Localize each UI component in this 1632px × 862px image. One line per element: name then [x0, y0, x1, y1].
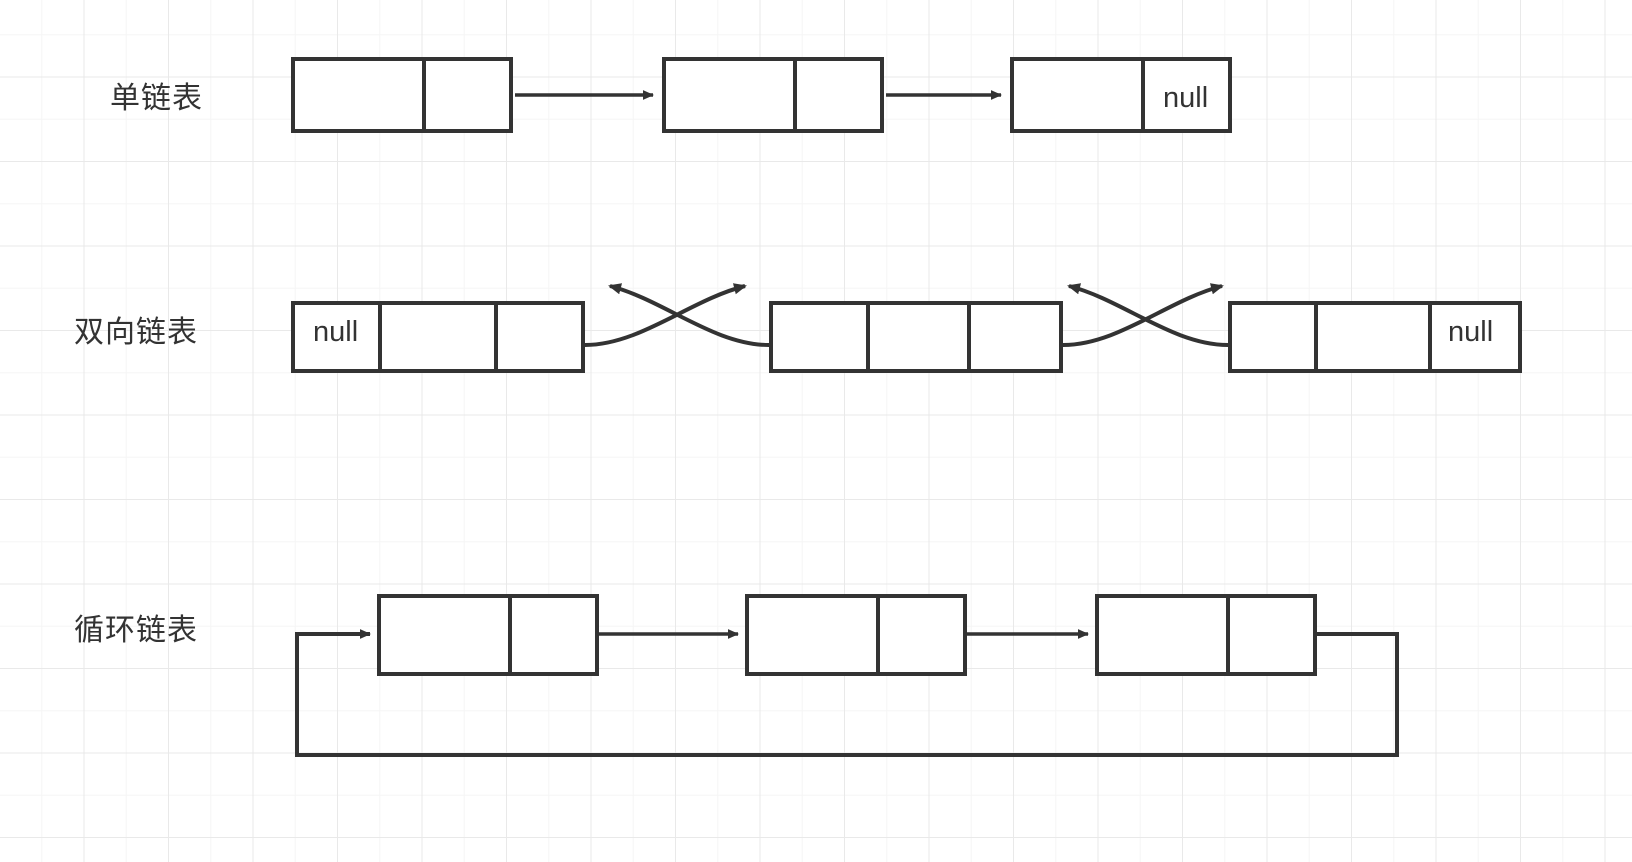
- doubly-node-3: [1228, 301, 1522, 373]
- singly-node-3: [1010, 57, 1232, 133]
- doubly-list-group: [291, 283, 1522, 373]
- doubly-node-1-prev-null-text: null: [313, 316, 359, 348]
- row-label-doubly: 双向链表: [74, 315, 198, 350]
- circular-node-1: [377, 594, 599, 676]
- circular-list-group: [295, 594, 1399, 757]
- singly-node-1: [291, 57, 513, 133]
- row-label-singly: 单链表: [110, 81, 203, 116]
- row-label-circular: 循环链表: [74, 613, 198, 648]
- singly-node-3-next-null-text: null: [1163, 82, 1209, 114]
- singly-list-group: [291, 57, 1232, 133]
- doubly-node-1: [291, 301, 585, 373]
- doubly-cross-links-1: [584, 283, 770, 347]
- doubly-node-2: [769, 301, 1063, 373]
- doubly-node-3-next-null-text: null: [1448, 316, 1494, 348]
- circular-loopback-path: [295, 629, 1399, 757]
- circular-node-3: [1095, 594, 1317, 676]
- singly-node-2: [662, 57, 884, 133]
- circular-node-2: [745, 594, 967, 676]
- doubly-cross-links-2: [1062, 283, 1229, 347]
